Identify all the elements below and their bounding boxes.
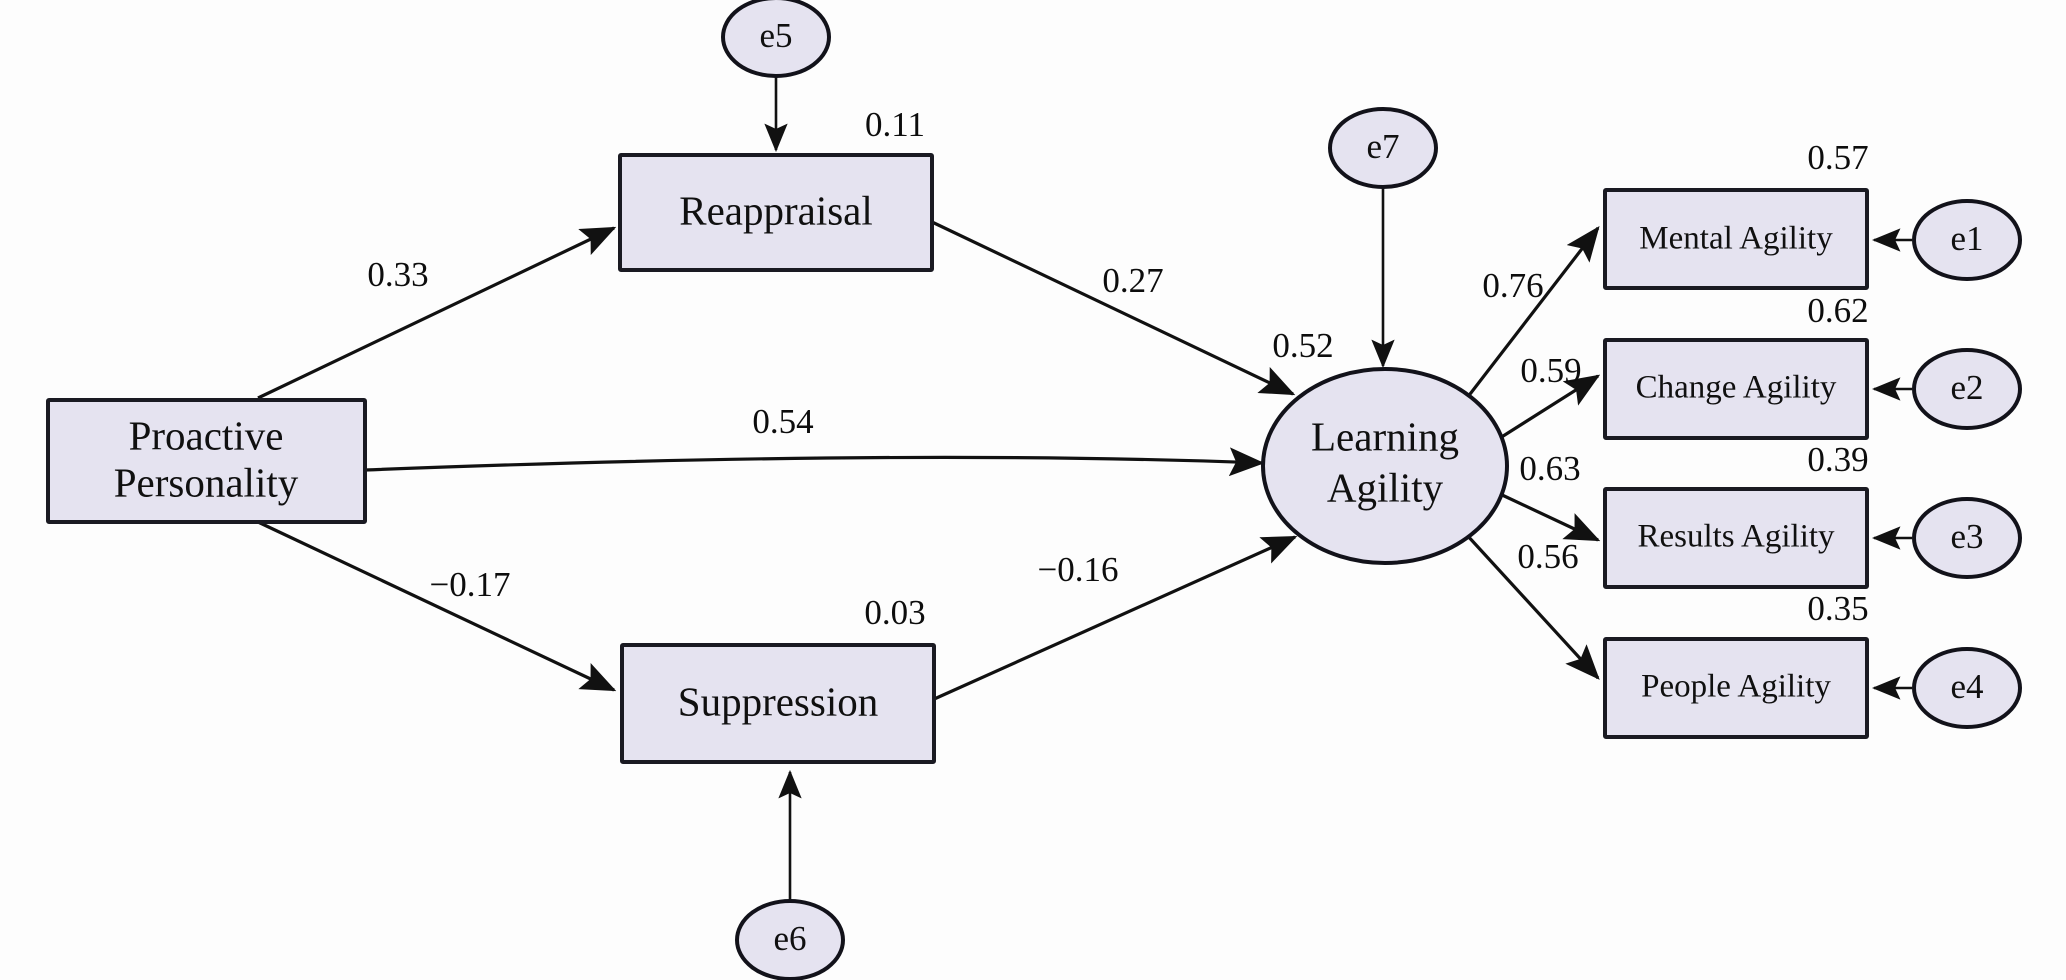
- coef-la-to-change-agility: 0.59: [1520, 351, 1581, 390]
- error-node-e3[interactable]: e3: [1912, 497, 2022, 579]
- node-proactive-personality[interactable]: Proactive Personality: [46, 398, 367, 524]
- r2-results-agility: 0.39: [1807, 440, 1868, 479]
- path-suppression-to-learning-agility: [931, 535, 1298, 702]
- r2-learning-agility: 0.52: [1272, 326, 1333, 365]
- r2-suppression: 0.03: [864, 593, 925, 632]
- node-label-learning-agility-line2: Agility: [1327, 464, 1444, 510]
- node-label-reappraisal: Reappraisal: [679, 187, 873, 233]
- error-label-e5: e5: [759, 16, 792, 55]
- error-label-e4: e4: [1950, 667, 1983, 706]
- node-label-proactive-personality-line2: Personality: [114, 459, 299, 505]
- node-label-mental-agility: Mental Agility: [1639, 221, 1833, 257]
- path-pp-to-reappraisal: [257, 226, 617, 400]
- path-pp-to-suppression: [257, 520, 617, 692]
- path-la-to-change-agility: [1499, 374, 1601, 440]
- coef-pp-to-reappraisal: 0.33: [367, 255, 428, 294]
- node-suppression[interactable]: Suppression: [620, 643, 936, 764]
- node-learning-agility[interactable]: Learning Agility: [1261, 367, 1509, 565]
- error-node-e5[interactable]: e5: [721, 0, 831, 78]
- node-label-results-agility: Results Agility: [1637, 519, 1835, 555]
- r2-change-agility: 0.62: [1807, 291, 1868, 330]
- error-label-e6: e6: [773, 919, 806, 958]
- error-node-e4[interactable]: e4: [1912, 647, 2022, 729]
- error-node-e1[interactable]: e1: [1912, 199, 2022, 281]
- coef-la-to-people-agility: 0.56: [1517, 537, 1578, 576]
- node-mental-agility[interactable]: Mental Agility: [1603, 188, 1869, 290]
- node-results-agility[interactable]: Results Agility: [1603, 487, 1869, 589]
- r2-people-agility: 0.35: [1807, 589, 1868, 628]
- path-la-to-results-agility: [1499, 492, 1601, 542]
- node-label-people-agility: People Agility: [1641, 669, 1831, 705]
- path-pp-to-learning-agility: [364, 447, 1265, 477]
- error-node-e7[interactable]: e7: [1328, 107, 1438, 189]
- node-people-agility[interactable]: People Agility: [1603, 637, 1869, 739]
- r2-mental-agility: 0.57: [1807, 138, 1868, 177]
- error-label-e1: e1: [1950, 219, 1983, 258]
- node-label-suppression: Suppression: [678, 678, 878, 724]
- coef-pp-to-learning-agility: 0.54: [752, 402, 813, 441]
- path-la-to-mental-agility: [1465, 225, 1600, 399]
- node-change-agility[interactable]: Change Agility: [1603, 338, 1869, 440]
- coef-pp-to-suppression: −0.17: [430, 565, 511, 604]
- path-la-to-people-agility: [1464, 532, 1600, 680]
- node-label-proactive-personality-line1: Proactive: [129, 412, 284, 458]
- r2-reappraisal: 0.11: [865, 105, 925, 144]
- path-reappraisal-to-learning-agility: [931, 220, 1296, 396]
- error-label-e2: e2: [1950, 368, 1983, 407]
- coef-la-to-mental-agility: 0.76: [1482, 266, 1543, 305]
- node-reappraisal[interactable]: Reappraisal: [618, 153, 934, 272]
- node-label-learning-agility-line1: Learning: [1311, 413, 1459, 459]
- node-label-change-agility: Change Agility: [1636, 370, 1837, 406]
- error-label-e3: e3: [1950, 517, 1983, 556]
- error-label-e7: e7: [1366, 127, 1399, 166]
- coef-la-to-results-agility: 0.63: [1519, 449, 1580, 488]
- error-node-e6[interactable]: e6: [735, 899, 845, 980]
- coef-reappraisal-to-learning-agility: 0.27: [1102, 261, 1163, 300]
- error-node-e2[interactable]: e2: [1912, 348, 2022, 430]
- coef-suppression-to-learning-agility: −0.16: [1038, 550, 1119, 589]
